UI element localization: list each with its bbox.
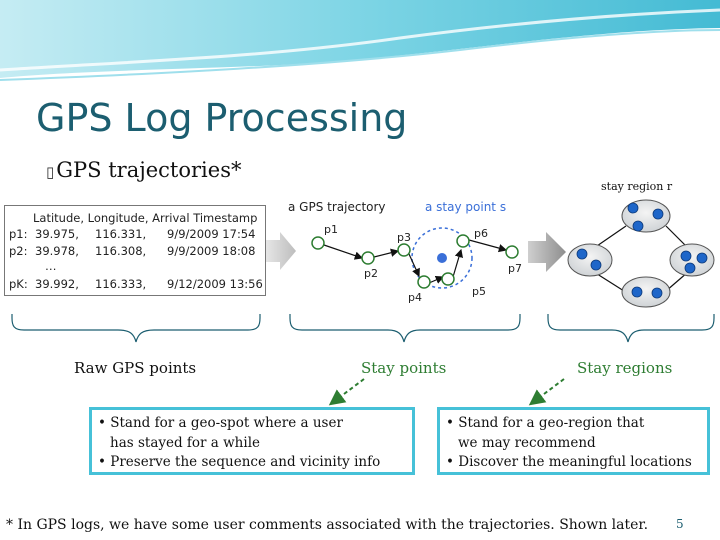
footnote: * In GPS logs, we have some user comment… xyxy=(6,517,649,533)
bracket-stay-regions xyxy=(547,314,715,343)
caption-stay-points: Stay points xyxy=(361,359,447,377)
stay-region-diagram xyxy=(567,199,715,308)
label-p4: p4 xyxy=(408,291,422,304)
box-line: • Discover the meaningful locations xyxy=(446,454,692,470)
stay-point-boundary xyxy=(411,227,473,289)
trajectory-title: a GPS trajectory xyxy=(288,200,386,214)
region-node-bottom xyxy=(621,276,671,308)
bracket-raw xyxy=(11,314,261,343)
region-node-left xyxy=(567,243,613,277)
row-lat: … xyxy=(45,259,57,273)
stay-region-label: stay region r xyxy=(601,180,673,193)
row-lon: 116.331, xyxy=(95,227,147,241)
point-p5 xyxy=(441,272,455,286)
row-ts: 9/9/2009 18:08 xyxy=(167,244,256,258)
bullet-icon: ▯ xyxy=(46,163,55,181)
header-longitude: Longitude, xyxy=(87,211,149,225)
stay-regions-description-box: • Stand for a geo-region that we may rec… xyxy=(437,407,710,475)
label-p6: p6 xyxy=(474,227,488,240)
point-p6 xyxy=(456,234,470,248)
label-p2: p2 xyxy=(364,267,378,280)
label-p5: p5 xyxy=(472,285,486,298)
slide-title: GPS Log Processing xyxy=(36,96,408,140)
row-lon: 116.333, xyxy=(95,277,147,291)
box-line: • Preserve the sequence and vicinity inf… xyxy=(98,454,381,470)
point-p4 xyxy=(417,275,431,289)
row-lat: 39.992, xyxy=(35,277,79,291)
table-header: Latitude, Longitude, Arrival Timestamp xyxy=(33,211,257,225)
grouping-brackets xyxy=(11,314,715,343)
dashed-arrow-stay-points xyxy=(328,378,365,406)
stay-point-center xyxy=(437,253,447,263)
point-p3 xyxy=(397,243,411,257)
process-arrow-2 xyxy=(528,232,566,272)
caption-raw-gps-points: Raw GPS points xyxy=(74,359,197,377)
bullet-gps-trajectories: ▯GPS trajectories* xyxy=(46,158,241,182)
bullet-text: GPS trajectories* xyxy=(56,158,242,182)
box-line: we may recommend xyxy=(458,434,596,451)
label-p7: p7 xyxy=(508,262,522,275)
header-timestamp: Arrival Timestamp xyxy=(152,211,258,225)
page-number: 5 xyxy=(676,517,684,531)
trajectory-diagram: a GPS trajectory a stay point s p1 p2 p3… xyxy=(288,200,522,304)
box-line: has stayed for a while xyxy=(110,434,260,451)
stay-points-description-box: • Stand for a geo-spot where a user has … xyxy=(89,407,415,475)
row-ts: 9/12/2009 13:56 xyxy=(167,277,263,291)
header-wave-decoration xyxy=(0,0,720,81)
row-label: p1: xyxy=(9,227,28,241)
point-p7 xyxy=(505,245,519,259)
bracket-stay-points xyxy=(289,314,521,343)
row-lat: 39.978, xyxy=(35,244,79,258)
header-latitude: Latitude, xyxy=(33,211,84,225)
row-lat: 39.975, xyxy=(35,227,79,241)
box-line: • Stand for a geo-spot where a user xyxy=(98,415,343,431)
point-p2 xyxy=(361,251,375,265)
row-label: p2: xyxy=(9,244,28,258)
caption-stay-regions: Stay regions xyxy=(577,359,673,377)
row-ts: 9/9/2009 17:54 xyxy=(167,227,256,241)
box-line: • Stand for a geo-region that xyxy=(446,415,645,431)
stay-point-label: a stay point s xyxy=(425,200,506,214)
label-p3: p3 xyxy=(397,231,411,244)
region-node-right xyxy=(669,243,715,277)
row-label: pK: xyxy=(9,277,28,291)
dashed-arrow-stay-regions xyxy=(528,378,565,406)
process-arrow-1 xyxy=(266,232,296,270)
point-p1 xyxy=(311,236,325,250)
label-p1: p1 xyxy=(324,223,338,236)
row-lon: 116.308, xyxy=(95,244,147,258)
dashed-arrows xyxy=(328,378,565,406)
gps-log-table: Latitude, Longitude, Arrival Timestamp p… xyxy=(4,205,266,296)
